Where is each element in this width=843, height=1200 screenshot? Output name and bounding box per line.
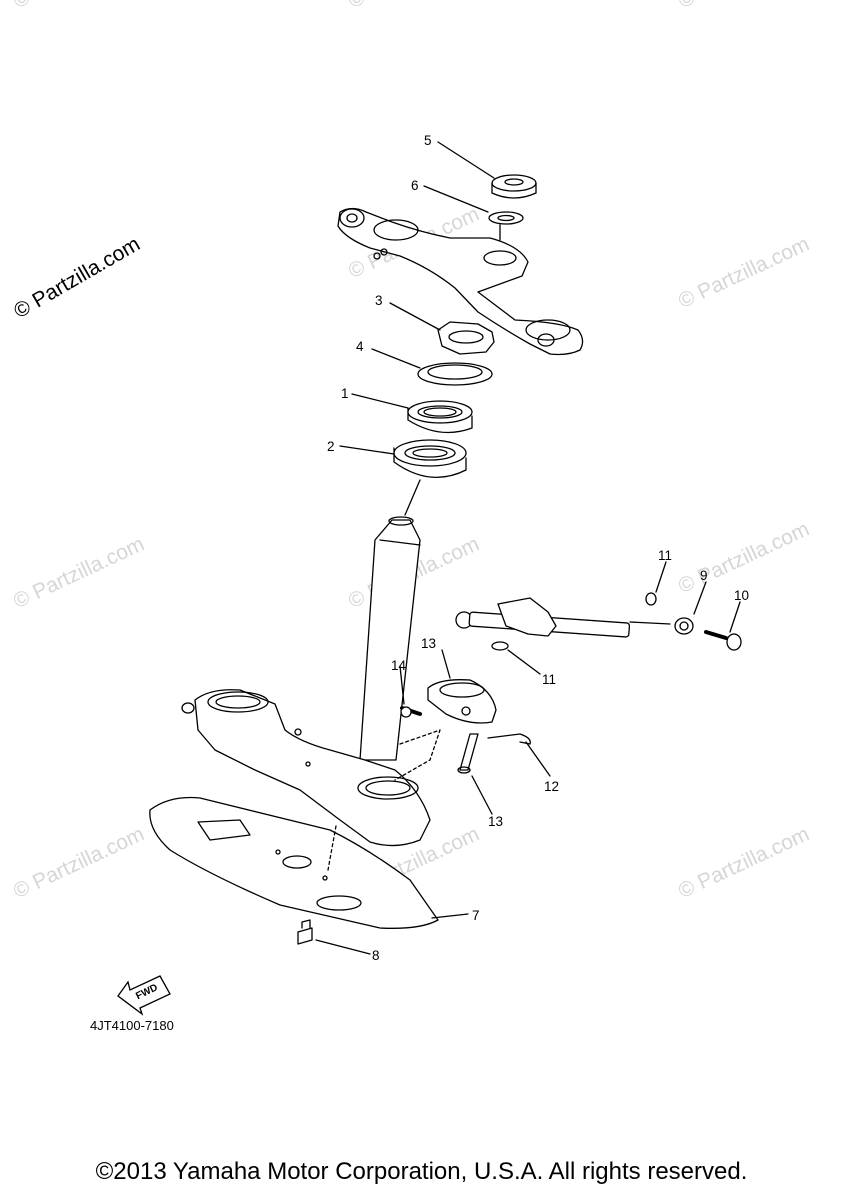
callout-13: 13: [488, 814, 503, 829]
part-bearing-2: [393, 439, 467, 478]
part-steering-stem: [359, 516, 421, 761]
part-washer-11-upper: [645, 592, 657, 606]
part-bolt-8: [297, 919, 313, 945]
callout-5: 5: [424, 133, 432, 148]
part-bearing-1: [407, 400, 473, 434]
callout-12: 12: [544, 779, 559, 794]
fwd-arrow-icon: FWD: [117, 975, 171, 1016]
callout-10: 10: [734, 588, 749, 603]
part-ring-nut-3: [437, 321, 495, 355]
diagram-part-code: 4JT4100-7180: [90, 1018, 174, 1033]
callout-3: 3: [375, 293, 383, 308]
part-upper-bracket: [337, 207, 584, 356]
callout-15: 14: [391, 658, 407, 673]
part-clamp-14: [427, 679, 497, 724]
part-nut-5: [491, 174, 537, 199]
part-cotter-pin-12: [487, 733, 531, 745]
copyright-notice: ©2013 Yamaha Motor Corporation, U.S.A. A…: [95, 1158, 748, 1185]
part-washer-6: [488, 211, 524, 225]
callout-2: 2: [327, 439, 335, 454]
callout-8: 8: [372, 948, 380, 963]
callout-11-bottom: 11: [542, 672, 556, 687]
part-washer-4: [417, 362, 493, 386]
callout-6: 6: [411, 178, 419, 193]
part-lower-bracket: [181, 689, 431, 847]
part-pin-13: [457, 733, 479, 774]
callout-14: 13: [421, 636, 436, 651]
part-bolt-15: [400, 706, 422, 718]
callout-1: 1: [341, 386, 349, 401]
part-bolt-10: [704, 630, 742, 651]
part-steering-damper: [455, 597, 694, 638]
callout-9: 9: [700, 568, 708, 583]
callout-7: 7: [472, 908, 480, 923]
part-cover-plate-7: [149, 796, 439, 929]
callout-11-top: 11: [658, 548, 672, 563]
part-washer-11-lower: [491, 641, 509, 651]
callout-4: 4: [356, 339, 364, 354]
